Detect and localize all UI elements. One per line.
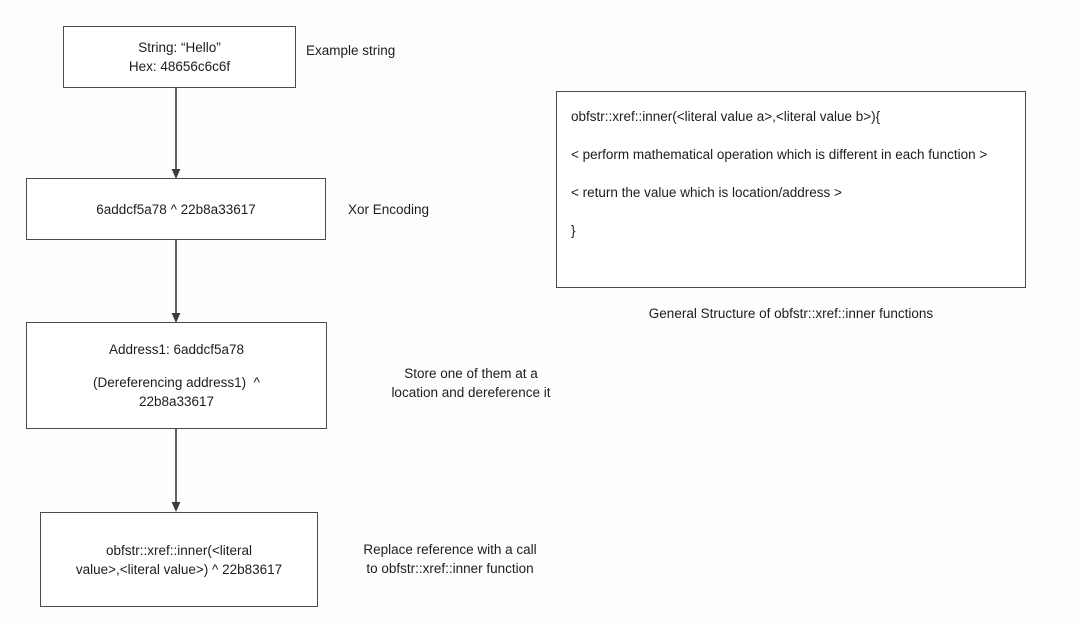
- node-string-line-2: Hex: 48656c6c6f: [128, 59, 231, 74]
- annotation-example-string: Example string: [306, 43, 396, 58]
- node-deref-line-3: 22b8a33617: [138, 394, 215, 409]
- code-structure-panel: obfstr::xref::inner(<literal value a>,<l…: [556, 91, 1026, 288]
- node-string-line-1: String: “Hello”: [138, 40, 221, 55]
- node-string-box: String: “Hello” Hex: 48656c6c6f: [63, 26, 296, 88]
- annotation-xor-encoding: Xor Encoding: [348, 202, 430, 217]
- node-inner-call-line-2: value>,<literal value>) ^ 22b83617: [75, 561, 283, 577]
- code-line-signature: obfstr::xref::inner(<literal value a>,<l…: [571, 109, 881, 124]
- arrow-deref-to-inner: [171, 429, 181, 512]
- annotation-replace-reference: Replace reference with a call to obfstr:…: [363, 542, 537, 576]
- node-xor-box: 6addcf5a78 ^ 22b8a33617: [26, 178, 326, 240]
- node-inner-call-line-1: obfstr::xref::inner(<literal: [106, 542, 252, 558]
- node-deref-line-1: Address1: 6addcf5a78: [108, 342, 245, 357]
- node-xor-line-1: 6addcf5a78 ^ 22b8a33617: [96, 201, 256, 217]
- annotation-store-dereference: Store one of them at a location and dere…: [391, 366, 551, 400]
- code-panel-caption: General Structure of obfstr::xref::inner…: [648, 306, 934, 321]
- node-deref-line-2: (Dereferencing address1) ^: [93, 375, 260, 390]
- code-line-operation: < perform mathematical operation which i…: [571, 147, 988, 162]
- arrow-string-to-xor: [171, 88, 181, 179]
- node-deref-box: Address1: 6addcf5a78 (Dereferencing addr…: [26, 322, 327, 429]
- arrow-xor-to-deref: [171, 240, 181, 323]
- node-inner-call-box: obfstr::xref::inner(<literal value>,<lit…: [40, 512, 318, 607]
- code-line-close-brace: }: [571, 223, 576, 238]
- code-line-return: < return the value which is location/add…: [571, 185, 842, 200]
